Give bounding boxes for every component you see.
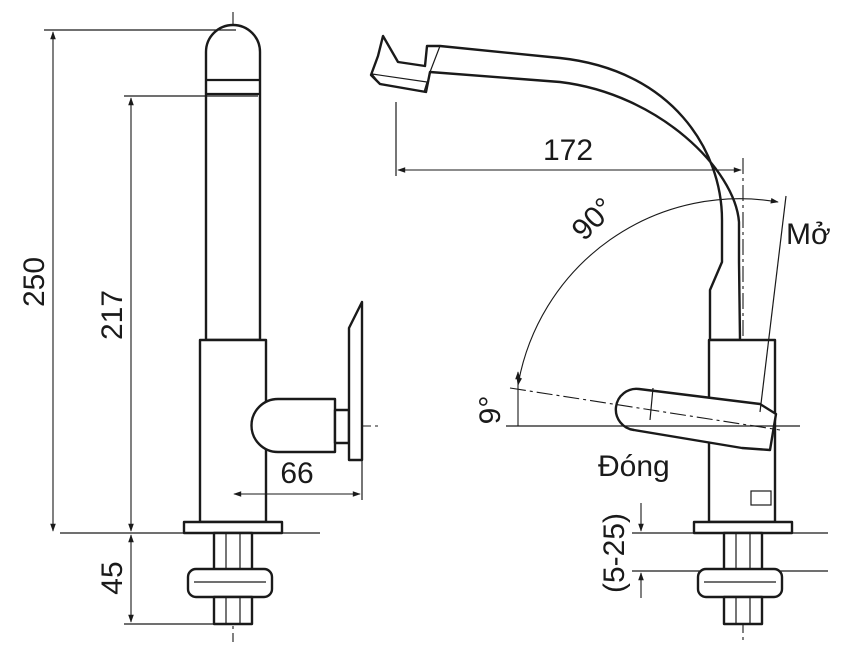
front-handle-hub (333, 408, 351, 445)
angle-90-label: 90° (566, 192, 621, 247)
side-view: 172 90° 9° Mở Đóng (5-25) (369, 34, 831, 642)
front-pipe (204, 23, 262, 342)
side-nut (696, 567, 784, 599)
front-lever-plate (347, 300, 364, 462)
front-lower-shank (212, 595, 254, 626)
lever-axis-line (509, 387, 781, 431)
front-flange (182, 520, 284, 535)
side-lever-edge (649, 387, 654, 421)
front-view: 250 217 45 66 (18, 12, 380, 642)
dim-250-label: 250 (18, 257, 51, 307)
side-flange (692, 520, 794, 535)
side-body-notch (750, 490, 772, 506)
side-shank (722, 531, 764, 573)
dim-217-label: 217 (96, 290, 129, 340)
side-spout-inner-line (429, 45, 441, 73)
front-shank (212, 531, 254, 573)
side-lever (614, 387, 778, 452)
side-aerator (370, 73, 428, 93)
front-handle-barrel (250, 397, 337, 454)
side-lower-shank (722, 595, 764, 626)
dim-mount-label: (5-25) (598, 513, 631, 593)
open-state-label: Mở (786, 218, 831, 251)
closed-state-label: Đóng (598, 450, 670, 483)
angle-9-label: 9° (474, 396, 507, 425)
rotation-arc-90 (516, 198, 779, 386)
front-nut (186, 567, 274, 599)
dim-45-label: 45 (96, 561, 129, 594)
dim-172-label: 172 (543, 134, 593, 167)
dim-66-label: 66 (280, 457, 313, 490)
